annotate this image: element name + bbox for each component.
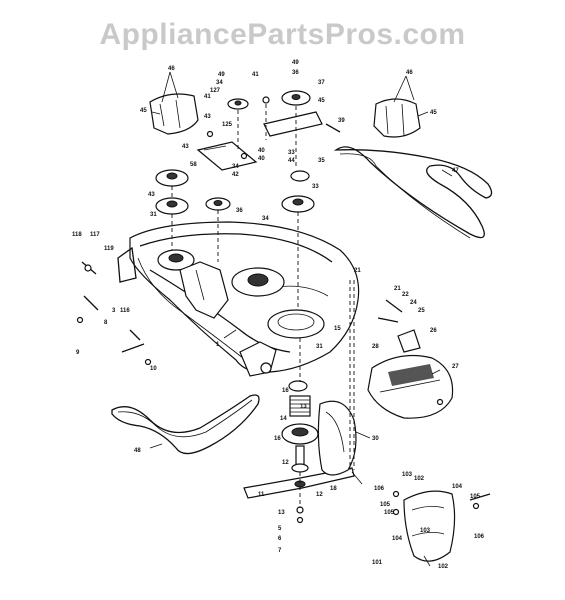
part-label-46: 46: [406, 70, 413, 76]
part-label-103: 103: [420, 528, 431, 534]
part-label-127: 127: [210, 88, 221, 94]
part-label-31: 31: [150, 212, 157, 218]
part-label-44: 44: [288, 158, 295, 164]
discharge-chute: [367, 329, 454, 419]
rear-baffle: [403, 490, 456, 562]
part-label-6: 6: [278, 536, 282, 542]
part-label-47: 47: [452, 168, 459, 174]
part-label-34: 34: [232, 164, 239, 170]
part-label-105: 105: [380, 502, 391, 508]
callout-leaders: [149, 71, 453, 567]
part-label-28: 28: [372, 344, 379, 350]
part-label-21: 21: [394, 286, 401, 292]
mower-deck-housing: [117, 221, 360, 377]
part-label-24: 24: [410, 300, 417, 306]
part-label-10: 10: [150, 366, 157, 372]
part-label-22: 22: [402, 292, 409, 298]
drive-belt: [333, 146, 493, 239]
part-label-40: 40: [258, 148, 265, 154]
part-label-58: 58: [190, 162, 197, 168]
part-label-9: 9: [76, 350, 80, 356]
part-label-125: 125: [222, 122, 233, 128]
part-label-5: 5: [278, 526, 282, 532]
part-label-13: 13: [278, 510, 285, 516]
part-label-104: 104: [392, 536, 403, 542]
part-label-21: 21: [354, 268, 361, 274]
part-label-15: 15: [334, 326, 341, 332]
part-label-16: 16: [282, 388, 289, 394]
part-label-34: 34: [262, 216, 269, 222]
assembly-lines: [171, 104, 355, 508]
part-label-25: 25: [418, 308, 425, 314]
part-label-118: 118: [72, 232, 82, 238]
spindle-assembly: [281, 380, 319, 473]
part-labels: 4645493412743414149363745464539125435840…: [72, 60, 485, 570]
part-label-7: 7: [278, 548, 282, 554]
part-label-104: 104: [452, 484, 463, 490]
part-label-43: 43: [204, 114, 211, 120]
part-label-103: 103: [402, 472, 413, 478]
deck-guard-left: [149, 93, 199, 135]
part-label-105: 105: [384, 510, 395, 516]
part-label-49: 49: [292, 60, 299, 66]
part-label-14: 14: [280, 416, 287, 422]
pulley-top-center: [227, 90, 315, 213]
part-label-13: 13: [300, 404, 307, 410]
part-label-11: 11: [258, 492, 265, 498]
part-label-37: 37: [318, 80, 325, 86]
part-label-45: 45: [318, 98, 325, 104]
deck-belt: [111, 394, 260, 455]
part-label-12: 12: [316, 492, 323, 498]
mower-blade: [243, 467, 355, 499]
part-label-8: 8: [104, 320, 108, 326]
deck-guard-right: [373, 98, 421, 138]
part-label-1: 1: [216, 342, 220, 348]
part-label-101: 101: [372, 560, 383, 566]
part-label-12: 12: [282, 460, 289, 466]
part-label-102: 102: [438, 564, 449, 570]
part-label-26: 26: [430, 328, 437, 334]
part-label-46: 46: [168, 66, 175, 72]
part-label-18: 18: [330, 486, 337, 492]
hardware: [76, 96, 491, 524]
part-label-106: 106: [474, 534, 485, 540]
part-label-45: 45: [430, 110, 437, 116]
part-label-36: 36: [236, 208, 243, 214]
part-label-27: 27: [452, 364, 459, 370]
part-label-43: 43: [182, 144, 189, 150]
part-label-106: 106: [374, 486, 385, 492]
part-label-33: 33: [312, 184, 319, 190]
part-label-31: 31: [316, 344, 323, 350]
part-label-40: 40: [258, 156, 265, 162]
part-label-36: 36: [292, 70, 299, 76]
part-label-35: 35: [318, 158, 325, 164]
part-label-42: 42: [232, 172, 239, 178]
part-label-3: 3: [112, 308, 116, 314]
part-label-34: 34: [216, 80, 223, 86]
part-label-43: 43: [148, 192, 155, 198]
part-label-16: 16: [274, 436, 281, 442]
watermark: AppliancePartsPros.com: [99, 18, 466, 51]
part-label-48: 48: [134, 448, 141, 454]
part-label-102: 102: [414, 476, 425, 482]
part-label-41: 41: [252, 72, 259, 78]
part-label-39: 39: [338, 118, 345, 124]
part-label-45: 45: [140, 108, 147, 114]
part-label-41: 41: [204, 94, 211, 100]
part-label-30: 30: [372, 436, 379, 442]
part-label-117: 117: [90, 232, 100, 238]
part-label-105: 105: [470, 494, 481, 500]
idler-bracket: [196, 111, 323, 171]
deflector: [317, 400, 357, 476]
part-label-116: 116: [120, 308, 130, 314]
part-label-49: 49: [218, 72, 225, 78]
part-label-33: 33: [288, 150, 295, 156]
pulley-left-upper: [155, 169, 231, 215]
part-label-119: 119: [104, 246, 114, 252]
